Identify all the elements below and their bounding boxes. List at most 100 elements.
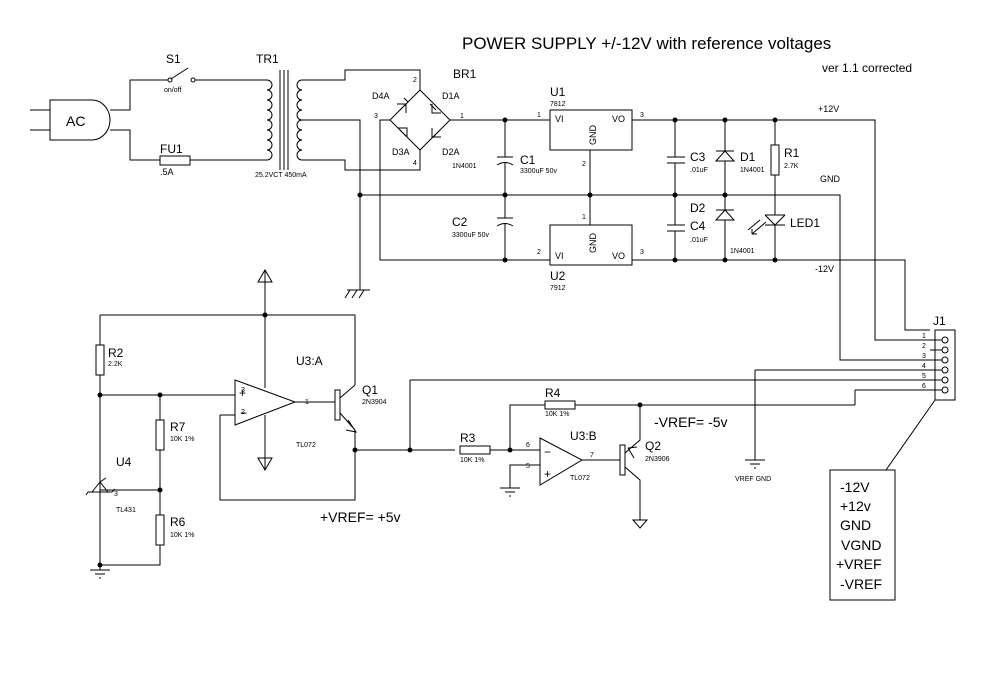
- r1-ref: R1: [784, 146, 800, 160]
- tr1-ref: TR1: [256, 52, 279, 66]
- br1-pin1: 1: [460, 113, 464, 120]
- u4-value: TL431: [116, 507, 136, 514]
- u1-value: 7812: [550, 101, 566, 108]
- svg-text:−: −: [240, 406, 247, 420]
- u3b-ref: U3:B: [570, 429, 597, 443]
- q2-ref: Q2: [645, 439, 661, 453]
- j1-pin3: 3: [922, 353, 926, 360]
- vref-negative: − + R3 10K 1% R4 10K 1% U3:B TL072 6 5 7…: [459, 386, 855, 529]
- net-plus12: +12V: [818, 104, 839, 114]
- c1-value: 3300uF 50v: [520, 168, 557, 175]
- d1-ref: D1: [740, 150, 756, 164]
- u3b-pin7: 7: [590, 452, 594, 459]
- legend-item: VGND: [841, 537, 881, 553]
- d1-value: 1N4001: [740, 167, 765, 174]
- led1-ref: LED1: [790, 216, 820, 230]
- net-vref-neg: -VREF= -5v: [654, 414, 728, 430]
- q2-value: 2N3906: [645, 456, 670, 463]
- u4-ref: U4: [116, 455, 132, 469]
- regulator-u2: VI VO GND U2 7912 2 3 1: [505, 214, 930, 331]
- s1-ref: S1: [166, 52, 181, 66]
- legend-item: -12V: [840, 479, 870, 495]
- legend-item: -VREF: [840, 576, 882, 592]
- c2-ref: C2: [452, 215, 468, 229]
- subtitle: ver 1.1 corrected: [822, 61, 912, 75]
- transformer-tr1: TR1 25.2VCT 450mA: [255, 52, 421, 290]
- bulk-caps: C1 3300uF 50v C2 3300uF 50v: [357, 117, 930, 361]
- u1-pin-in: 1: [537, 112, 541, 119]
- vref-positive: + − R2 2.2K R7 10K 1% R6 10K 1% U4 TL431…: [85, 269, 455, 579]
- c4-value: .01uF: [690, 237, 708, 244]
- u3a-pin1: 1: [305, 399, 309, 406]
- tr1-value: 25.2VCT 450mA: [255, 172, 307, 179]
- br1-pin2: 2: [413, 77, 417, 84]
- u1-vi: VI: [555, 114, 564, 124]
- br1-value: 1N4001: [452, 163, 477, 170]
- ac-label: AC: [66, 113, 85, 129]
- switch-s1: S1 on/off: [164, 52, 267, 94]
- u3a-value: TL072: [296, 442, 316, 449]
- legend-item: GND: [840, 517, 871, 533]
- pinout-legend: -12V +12v GND VGND +VREF -VREF: [829, 469, 896, 601]
- u1-ref: U1: [550, 85, 566, 99]
- title: POWER SUPPLY +/-12V with reference volta…: [462, 34, 831, 53]
- br1-ref: BR1: [453, 67, 477, 81]
- legend-item: +VREF: [836, 556, 882, 572]
- u3a-pin2: 2: [241, 409, 245, 416]
- c1-ref: C1: [520, 153, 536, 167]
- net-vref-gnd: VREF GND: [735, 476, 771, 483]
- d2a-label: D2A: [442, 147, 460, 157]
- u2-pin-gnd: 1: [582, 214, 586, 221]
- net-gnd: GND: [820, 174, 841, 184]
- u2-pin-in: 2: [537, 249, 541, 256]
- r6-value: 10K 1%: [170, 532, 195, 539]
- earth-ground-icon: [344, 289, 370, 299]
- vref-ground-icon: VREF GND: [735, 459, 771, 483]
- u2-vo: VO: [612, 251, 625, 261]
- j1-pin2: 2: [922, 343, 926, 350]
- d1a-label: D1A: [442, 91, 460, 101]
- d4a-label: D4A: [372, 91, 390, 101]
- u3b-pin5: 5: [526, 463, 530, 470]
- svg-text:+: +: [239, 386, 246, 400]
- d3a-label: D3A: [392, 147, 410, 157]
- c4-ref: C4: [690, 219, 706, 233]
- svg-text:−: −: [544, 445, 551, 459]
- fuse-fu1: FU1 .5A: [159, 142, 267, 177]
- j1-pin4: 4: [922, 363, 926, 370]
- j1-ref: J1: [933, 314, 946, 328]
- regulator-u1: VI VO GND U1 7812 1 3 2: [537, 85, 930, 341]
- c3-ref: C3: [690, 150, 706, 164]
- u2-value: 7912: [550, 285, 566, 292]
- j1-pin6: 6: [922, 383, 926, 390]
- q1-ref: Q1: [362, 383, 378, 397]
- j1-pin5: 5: [922, 373, 926, 380]
- c2-value: 3300uF 50v: [452, 232, 489, 239]
- d2-ref: D2: [690, 201, 706, 215]
- c3-value: .01uF: [690, 167, 708, 174]
- connector-j1: J1 1 2 3 4 5 6: [410, 314, 956, 471]
- legend-item: +12v: [840, 498, 871, 514]
- u4-pin3: 3: [114, 491, 118, 498]
- bridge-br1: BR1 D4A D1A D3A D2A 1N4001 1 2 3 4: [372, 67, 555, 261]
- r3-value: 10K 1%: [460, 457, 485, 464]
- r7-value: 10K 1%: [170, 436, 195, 443]
- net-minus12: -12V: [815, 264, 834, 274]
- u3b-pin6: 6: [526, 442, 530, 449]
- ac-plug: AC: [30, 79, 168, 161]
- u2-pin-out: 3: [640, 249, 644, 256]
- d2-value: 1N4001: [730, 248, 755, 255]
- u1-gnd: GND: [588, 125, 598, 146]
- s1-value: on/off: [164, 87, 181, 94]
- u2-vi: VI: [555, 251, 564, 261]
- u3a-pin3: 3: [241, 387, 245, 394]
- svg-text:+: +: [544, 467, 551, 481]
- u3a-ref: U3:A: [296, 354, 323, 368]
- output-section: C3 .01uF C4 .01uF D1 1N4001 D2 1N4001 R1…: [667, 104, 841, 274]
- r2-ref: R2: [108, 346, 124, 360]
- r1-value: 2.7K: [784, 163, 799, 170]
- q1-value: 2N3904: [362, 399, 387, 406]
- fu1-ref: FU1: [160, 142, 183, 156]
- u2-gnd: GND: [588, 233, 598, 254]
